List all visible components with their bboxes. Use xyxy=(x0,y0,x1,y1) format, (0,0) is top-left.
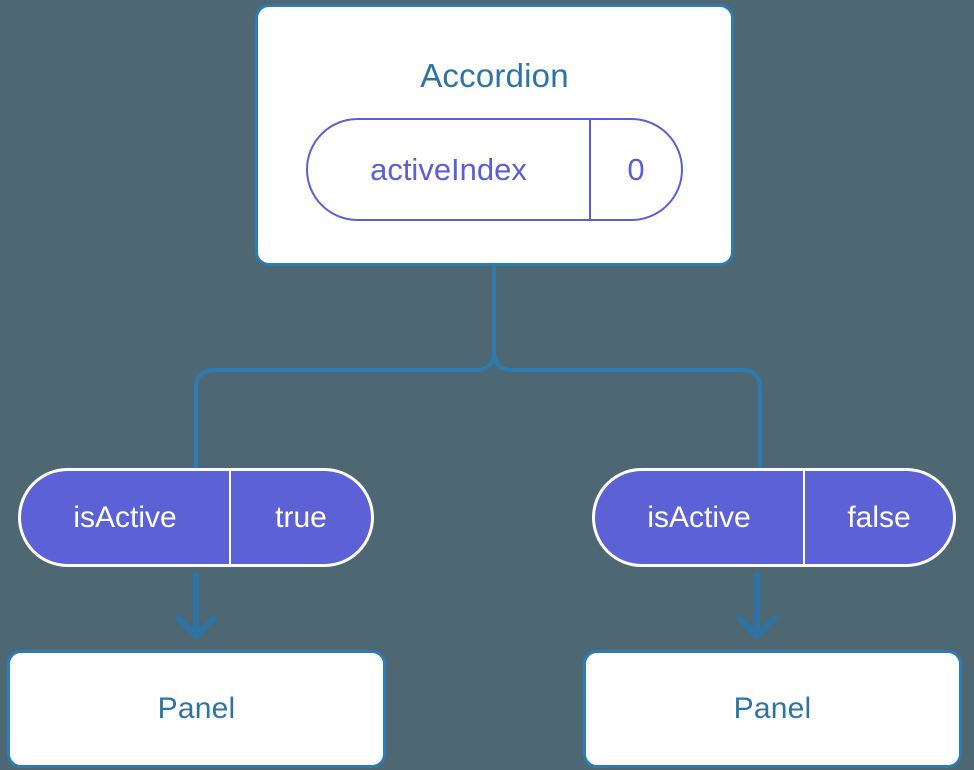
state-pill-value: 0 xyxy=(589,120,681,219)
panel-component-card-left: Panel xyxy=(7,650,386,768)
prop-pill-is-active-false[interactable]: isActive false xyxy=(592,468,956,567)
prop-pill-key: isActive xyxy=(647,500,751,534)
arrow-right-pill-to-panel xyxy=(736,573,778,639)
prop-pill-key: isActive xyxy=(73,500,177,534)
panel-title: Panel xyxy=(733,692,812,725)
prop-pill-value: false xyxy=(803,471,953,564)
arrow-left-pill-to-panel xyxy=(175,573,217,639)
prop-pill-value: true xyxy=(229,471,371,564)
tree-branch-connector xyxy=(194,264,496,470)
state-pill-key: activeIndex xyxy=(370,152,527,187)
prop-pill-is-active-true[interactable]: isActive true xyxy=(18,468,374,567)
panel-title: Panel xyxy=(157,692,236,725)
tree-branch-connector-right xyxy=(492,264,762,470)
panel-component-card-right: Panel xyxy=(583,650,962,768)
accordion-title: Accordion xyxy=(420,57,569,94)
state-pill-active-index[interactable]: activeIndex 0 xyxy=(306,118,683,221)
